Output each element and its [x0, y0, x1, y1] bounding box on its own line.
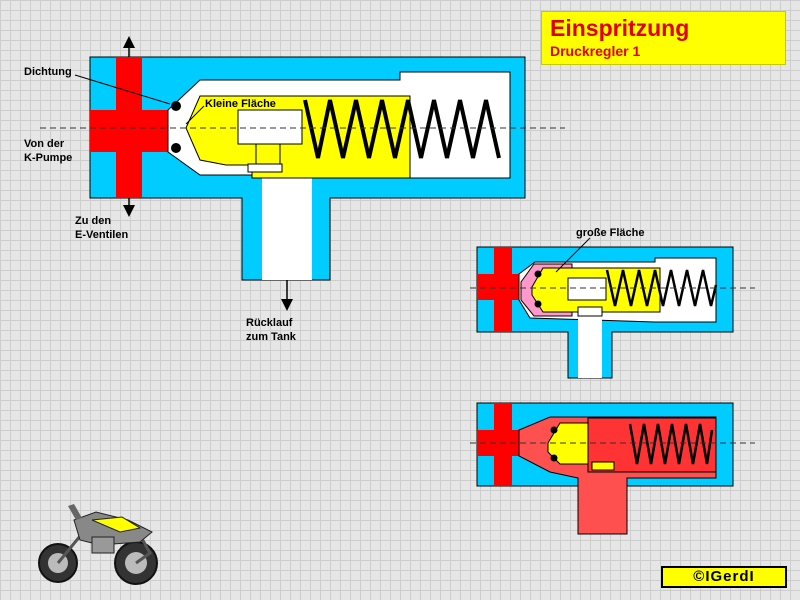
leader-dichtung [74, 74, 171, 105]
label-von-der-line1: Von der [24, 138, 65, 150]
label-von-der-line2: K-Pumpe [24, 152, 73, 164]
s1-piston-slot [567, 277, 607, 301]
s1-seal-ball-top [534, 270, 542, 278]
label-ruecklauf-line1: Rücklauf [246, 317, 293, 329]
label-ruecklauf-line2: zum Tank [246, 331, 296, 343]
label-zu-den-line2: E-Ventilen [75, 229, 129, 241]
title-box: Einspritzung Druckregler 1 [541, 11, 786, 65]
s1-spring [605, 269, 718, 307]
s2-valve-seat [591, 461, 615, 471]
main-piston-slot [237, 109, 303, 145]
s1-valve-seat [577, 306, 603, 317]
motorcycle-logo [38, 504, 158, 585]
seal-ball-bottom [171, 143, 181, 153]
regulator-state-2 [470, 402, 755, 535]
leader-kleine-flaeche [185, 105, 205, 125]
leader-grosse-flaeche [555, 237, 591, 273]
main-piston-stem [255, 143, 281, 167]
main-valve-seat [247, 163, 283, 173]
s2-seal-ball-top [550, 426, 558, 434]
label-zu-den-e-ventilen: Zu den E-Ventilen [75, 214, 128, 242]
main-spring [303, 99, 501, 159]
s1-seal-ball-bottom [534, 300, 542, 308]
label-zu-den-line1: Zu den [75, 215, 112, 227]
main-regulator [40, 36, 565, 311]
s1-return-channel [578, 318, 602, 378]
main-return-channel [262, 175, 312, 280]
label-von-der-k-pumpe: Von der K-Pumpe [24, 137, 72, 165]
seal-ball-top [171, 101, 181, 111]
label-kleine-flaeche: Kleine Fläche [205, 98, 276, 110]
main-inlet [90, 110, 168, 152]
page-title: Einspritzung [550, 15, 690, 41]
label-dichtung: Dichtung [24, 66, 72, 78]
label-grosse-flaeche: große Fläche [576, 227, 645, 239]
label-ruecklauf-zum-tank: Rücklauf zum Tank [246, 316, 296, 344]
s2-seal-ball-bottom [550, 454, 558, 462]
regulator-state-1 [470, 237, 755, 379]
page-subtitle: Druckregler 1 [550, 43, 641, 59]
s1-inlet [477, 274, 519, 300]
s2-spring [628, 423, 714, 465]
credit-badge: ©IGerdI [661, 566, 787, 588]
